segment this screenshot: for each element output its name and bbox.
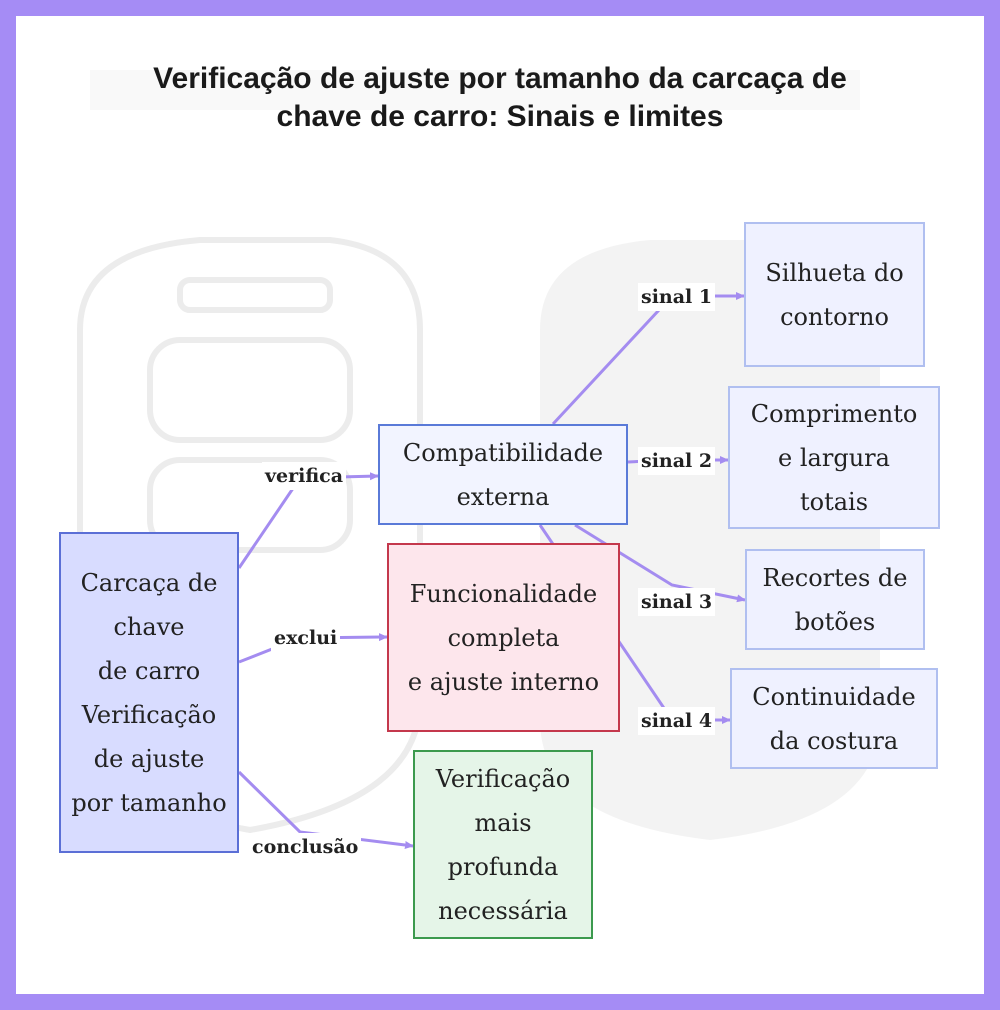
node-external-compatibility: Compatibilidade externa bbox=[378, 424, 628, 525]
node-signal-silhouette: Silhueta do contorno bbox=[744, 222, 925, 367]
node-signal-seam-continuity: Continuidade da costura bbox=[730, 668, 938, 769]
edge-sinal-1 bbox=[551, 292, 745, 426]
node-deeper-check: Verificação mais profunda necessária bbox=[413, 750, 593, 939]
edge-label-sinal-2: sinal 2 bbox=[638, 447, 716, 475]
node-signal-button-cutouts: Recortes de botões bbox=[745, 549, 925, 650]
edge-conclusao bbox=[237, 770, 414, 849]
edge-label-sinal-1: sinal 1 bbox=[638, 283, 716, 311]
edge-label-sinal-3: sinal 3 bbox=[638, 588, 716, 616]
edge-label-conclusao: conclusão bbox=[249, 833, 362, 861]
edge-label-sinal-4: sinal 4 bbox=[638, 707, 716, 735]
diagram-title: Verificação de ajuste por tamanho da car… bbox=[153, 62, 847, 133]
edge-label-verifica: verifica bbox=[262, 462, 347, 490]
edge-label-exclui: exclui bbox=[271, 624, 341, 652]
node-main-key-shell: Carcaça de chave de carro Verificação de… bbox=[59, 532, 239, 853]
node-excluded-functionality: Funcionalidade completa e ajuste interno bbox=[387, 543, 620, 732]
node-signal-length-width: Comprimento e largura totais bbox=[728, 386, 940, 529]
